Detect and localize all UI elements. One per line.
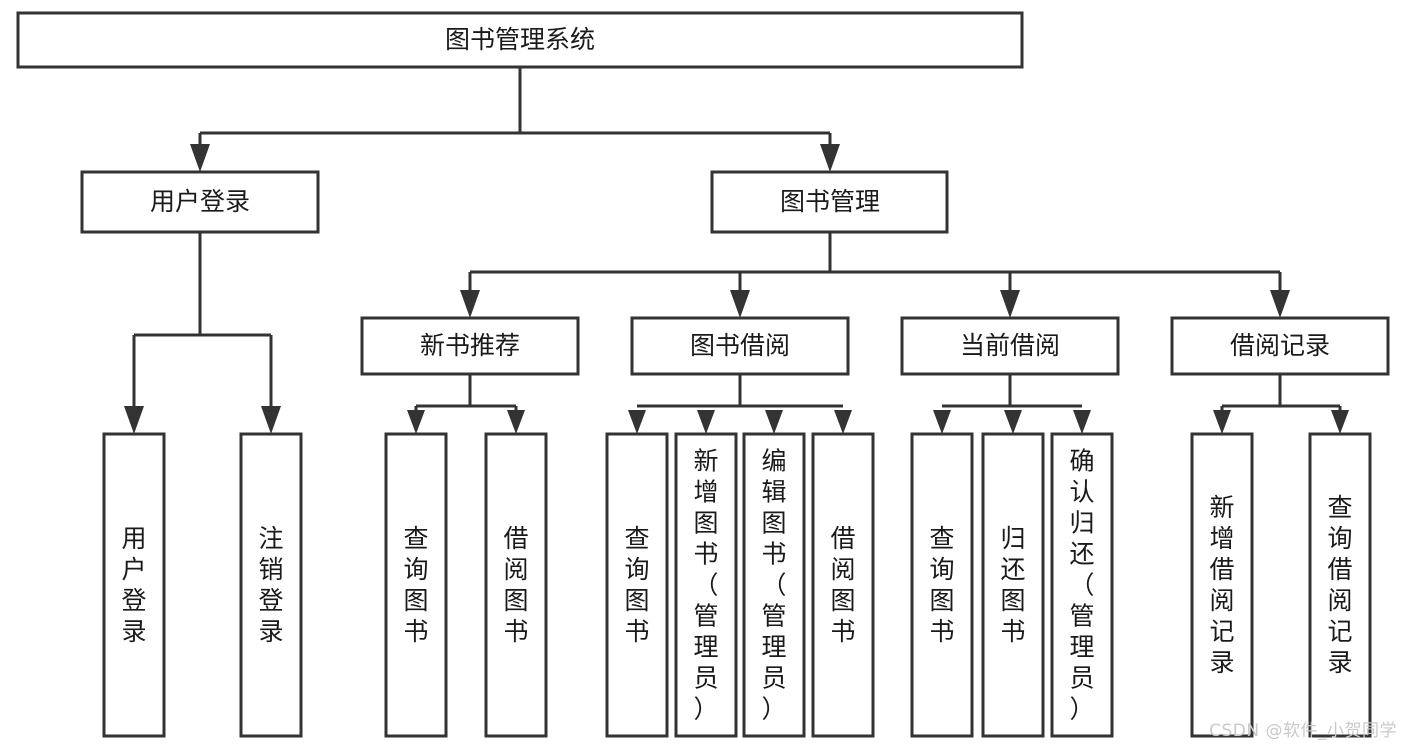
- arrow-to-leaf-borrow-book-rec: [507, 410, 525, 434]
- node-new-book-recommend-label: 新书推荐: [420, 331, 520, 360]
- node-root[interactable]: 图书管理系统: [16, 11, 1024, 69]
- arrow-to-current-borrow: [1000, 290, 1020, 318]
- node-user-login-box[interactable]: [80, 170, 320, 234]
- node-user-login[interactable]: 用户登录: [80, 170, 320, 234]
- leaf-borrow-book-bor-box[interactable]: [811, 432, 875, 738]
- node-book-borrow-label: 图书借阅: [690, 331, 790, 360]
- arrow-to-book-manage: [820, 144, 840, 172]
- leaf-confirm-return-label: 确认归还（管理员）: [1069, 447, 1094, 724]
- node-current-borrow-box[interactable]: [900, 316, 1120, 376]
- node-leaf-query-book-rec[interactable]: 查询图书: [384, 432, 448, 738]
- node-new-book-recommend-box[interactable]: [360, 316, 580, 376]
- leaf-return-book-box[interactable]: [981, 432, 1045, 738]
- leaf-query-book-bor-box[interactable]: [605, 432, 669, 738]
- node-leaf-logout[interactable]: 注销登录: [239, 432, 303, 738]
- leaf-query-book-cur-label: 查询图书: [929, 524, 954, 646]
- leaf-edit-book-admin-label: 编辑图书（管理员）: [761, 447, 786, 724]
- node-borrow-record[interactable]: 借阅记录: [1170, 316, 1390, 376]
- arrow-to-leaf-confirm-return: [1073, 410, 1091, 434]
- leaf-query-book-bor-label: 查询图书: [624, 524, 649, 646]
- node-borrow-record-box[interactable]: [1170, 316, 1390, 376]
- arrow-to-leaf-user-login: [124, 406, 144, 434]
- node-book-borrow[interactable]: 图书借阅: [630, 316, 850, 376]
- arrow-to-leaf-logout: [261, 406, 281, 434]
- csdn-watermark: CSDN @软件_小贺同学: [1209, 721, 1397, 741]
- node-user-login-label: 用户登录: [150, 187, 250, 216]
- arrow-to-user-login: [190, 144, 210, 172]
- leaf-query-borrow-record-label: 查询借阅记录: [1327, 493, 1352, 677]
- leaf-add-borrow-record-box[interactable]: [1190, 432, 1254, 738]
- leaf-add-book-admin-label: 新增图书（管理员）: [693, 447, 718, 724]
- node-leaf-borrow-book-rec[interactable]: 借阅图书: [484, 432, 548, 738]
- node-root-label: 图书管理系统: [445, 25, 595, 54]
- leaf-nodes-layer: 用户登录 注销登录 查询图书 借阅图书 查询图书 新增图书（管理员） 编辑图书（管理员） 借阅…: [102, 432, 1372, 738]
- leaf-borrow-book-rec-box[interactable]: [484, 432, 548, 738]
- node-book-manage-box[interactable]: [710, 170, 949, 234]
- arrow-to-leaf-edit-book-admin: [765, 410, 783, 434]
- leaf-logout-box[interactable]: [239, 432, 303, 738]
- edges-layer: [124, 67, 1349, 434]
- leaf-query-book-rec-label: 查询图书: [403, 524, 428, 646]
- node-leaf-user-login[interactable]: 用户登录: [102, 432, 166, 738]
- leaf-add-borrow-record-label: 新增借阅记录: [1209, 493, 1234, 677]
- leaf-add-book-admin-box[interactable]: [674, 432, 738, 738]
- node-new-book-recommend[interactable]: 新书推荐: [360, 316, 580, 376]
- arrow-to-leaf-borrow-book-bor: [834, 410, 852, 434]
- arrow-to-leaf-query-borrow-record: [1331, 410, 1349, 434]
- leaf-return-book-label: 归还图书: [1000, 524, 1025, 646]
- node-current-borrow[interactable]: 当前借阅: [900, 316, 1120, 376]
- leaf-borrow-book-rec-label: 借阅图书: [503, 524, 528, 646]
- leaf-borrow-book-bor-label: 借阅图书: [830, 524, 855, 646]
- leaf-user-login-box[interactable]: [102, 432, 166, 738]
- leaf-confirm-return-box[interactable]: [1050, 432, 1114, 738]
- leaf-query-book-rec-box[interactable]: [384, 432, 448, 738]
- node-leaf-borrow-book-bor[interactable]: 借阅图书: [811, 432, 875, 738]
- node-leaf-edit-book-admin[interactable]: 编辑图书（管理员）: [742, 432, 806, 738]
- arrow-to-book-borrow: [730, 290, 750, 318]
- nodes-layer: 图书管理系统 用户登录 图书管理 新书推荐 图书借阅: [16, 11, 1390, 738]
- arrow-to-leaf-query-book-rec: [407, 410, 425, 434]
- node-book-manage[interactable]: 图书管理: [710, 170, 949, 234]
- node-root-box[interactable]: [16, 11, 1024, 69]
- node-leaf-confirm-return[interactable]: 确认归还（管理员）: [1050, 432, 1114, 738]
- arrow-to-leaf-query-book-cur: [933, 410, 951, 434]
- arrow-to-leaf-query-book-bor: [628, 410, 646, 434]
- node-leaf-add-borrow-record[interactable]: 新增借阅记录: [1190, 432, 1254, 738]
- node-leaf-query-book-bor[interactable]: 查询图书: [605, 432, 669, 738]
- leaf-query-book-cur-box[interactable]: [910, 432, 974, 738]
- node-leaf-query-book-cur[interactable]: 查询图书: [910, 432, 974, 738]
- leaf-user-login-label: 用户登录: [121, 524, 146, 646]
- node-leaf-add-book-admin[interactable]: 新增图书（管理员）: [674, 432, 738, 738]
- arrow-to-borrow-record: [1270, 290, 1290, 318]
- node-leaf-query-borrow-record[interactable]: 查询借阅记录: [1308, 432, 1372, 738]
- node-book-manage-label: 图书管理: [780, 187, 880, 216]
- arrow-to-leaf-add-borrow-record: [1213, 410, 1231, 434]
- arrow-to-leaf-return-book: [1004, 410, 1022, 434]
- node-leaf-return-book[interactable]: 归还图书: [981, 432, 1045, 738]
- node-current-borrow-label: 当前借阅: [960, 331, 1060, 360]
- node-borrow-record-label: 借阅记录: [1230, 331, 1330, 360]
- arrow-to-new-book-rec: [460, 290, 480, 318]
- arrow-to-leaf-add-book-admin: [697, 410, 715, 434]
- leaf-query-borrow-record-box[interactable]: [1308, 432, 1372, 738]
- leaf-edit-book-admin-box[interactable]: [742, 432, 806, 738]
- leaf-logout-label: 注销登录: [258, 524, 283, 646]
- node-book-borrow-box[interactable]: [630, 316, 850, 376]
